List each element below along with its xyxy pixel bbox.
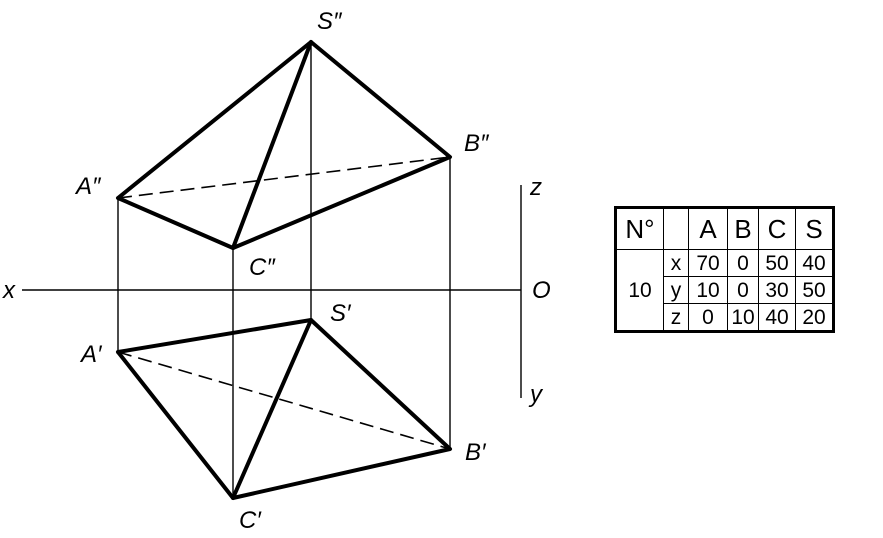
label-s1: S′ (330, 300, 352, 327)
cell-value: 40 (795, 249, 834, 277)
cell-value: 50 (795, 276, 834, 304)
front-edge-sc (231, 40, 313, 250)
label-b2: B″ (464, 130, 490, 157)
row-axis-label: x (663, 249, 689, 277)
label-c1: C′ (239, 507, 262, 534)
header-no: N° (615, 207, 664, 250)
axis-label-y: y (528, 381, 544, 408)
front-hidden-edge-ab (117, 156, 451, 199)
table-row: z 0 10 40 20 (616, 303, 834, 332)
cell-value: 50 (758, 249, 796, 277)
axis-label-origin: O (532, 277, 551, 304)
cell-value: 10 (727, 303, 759, 332)
header-point-b: B (727, 207, 759, 250)
cell-value: 20 (795, 303, 834, 332)
axis-label-z: z (529, 174, 542, 201)
coordinates-table: N° A B C S 10 x 70 0 50 40 y 10 0 30 50 … (614, 206, 835, 333)
top-edge-sc (231, 318, 313, 500)
cell-value: 0 (727, 249, 759, 277)
top-hidden-edge-ab (117, 351, 451, 450)
label-a1: A′ (79, 341, 103, 368)
table-row: y 10 0 30 50 (616, 276, 834, 304)
table-header-row: N° A B C S (615, 207, 834, 250)
cell-value: 40 (758, 303, 796, 332)
label-c2: C″ (249, 254, 276, 281)
axis-label-x: x (2, 277, 16, 304)
header-point-s: S (795, 207, 834, 250)
header-axis-blank (663, 207, 689, 250)
label-a2: A″ (74, 173, 102, 200)
front-outline (116, 40, 452, 250)
row-axis-label: y (663, 276, 689, 304)
variant-number: 10 (615, 249, 664, 332)
row-axis-label: z (663, 303, 689, 332)
cell-value: 10 (688, 276, 728, 304)
cell-value: 30 (758, 276, 796, 304)
header-point-a: A (688, 207, 728, 250)
cell-value: 0 (727, 276, 759, 304)
cell-value: 70 (688, 249, 728, 277)
table-row: 10 x 70 0 50 40 (615, 249, 834, 332)
top-outline (116, 318, 452, 500)
cell-value: 0 (688, 303, 728, 332)
label-s2: S″ (317, 8, 343, 35)
header-point-c: C (758, 207, 796, 250)
label-b1: B′ (465, 439, 487, 466)
